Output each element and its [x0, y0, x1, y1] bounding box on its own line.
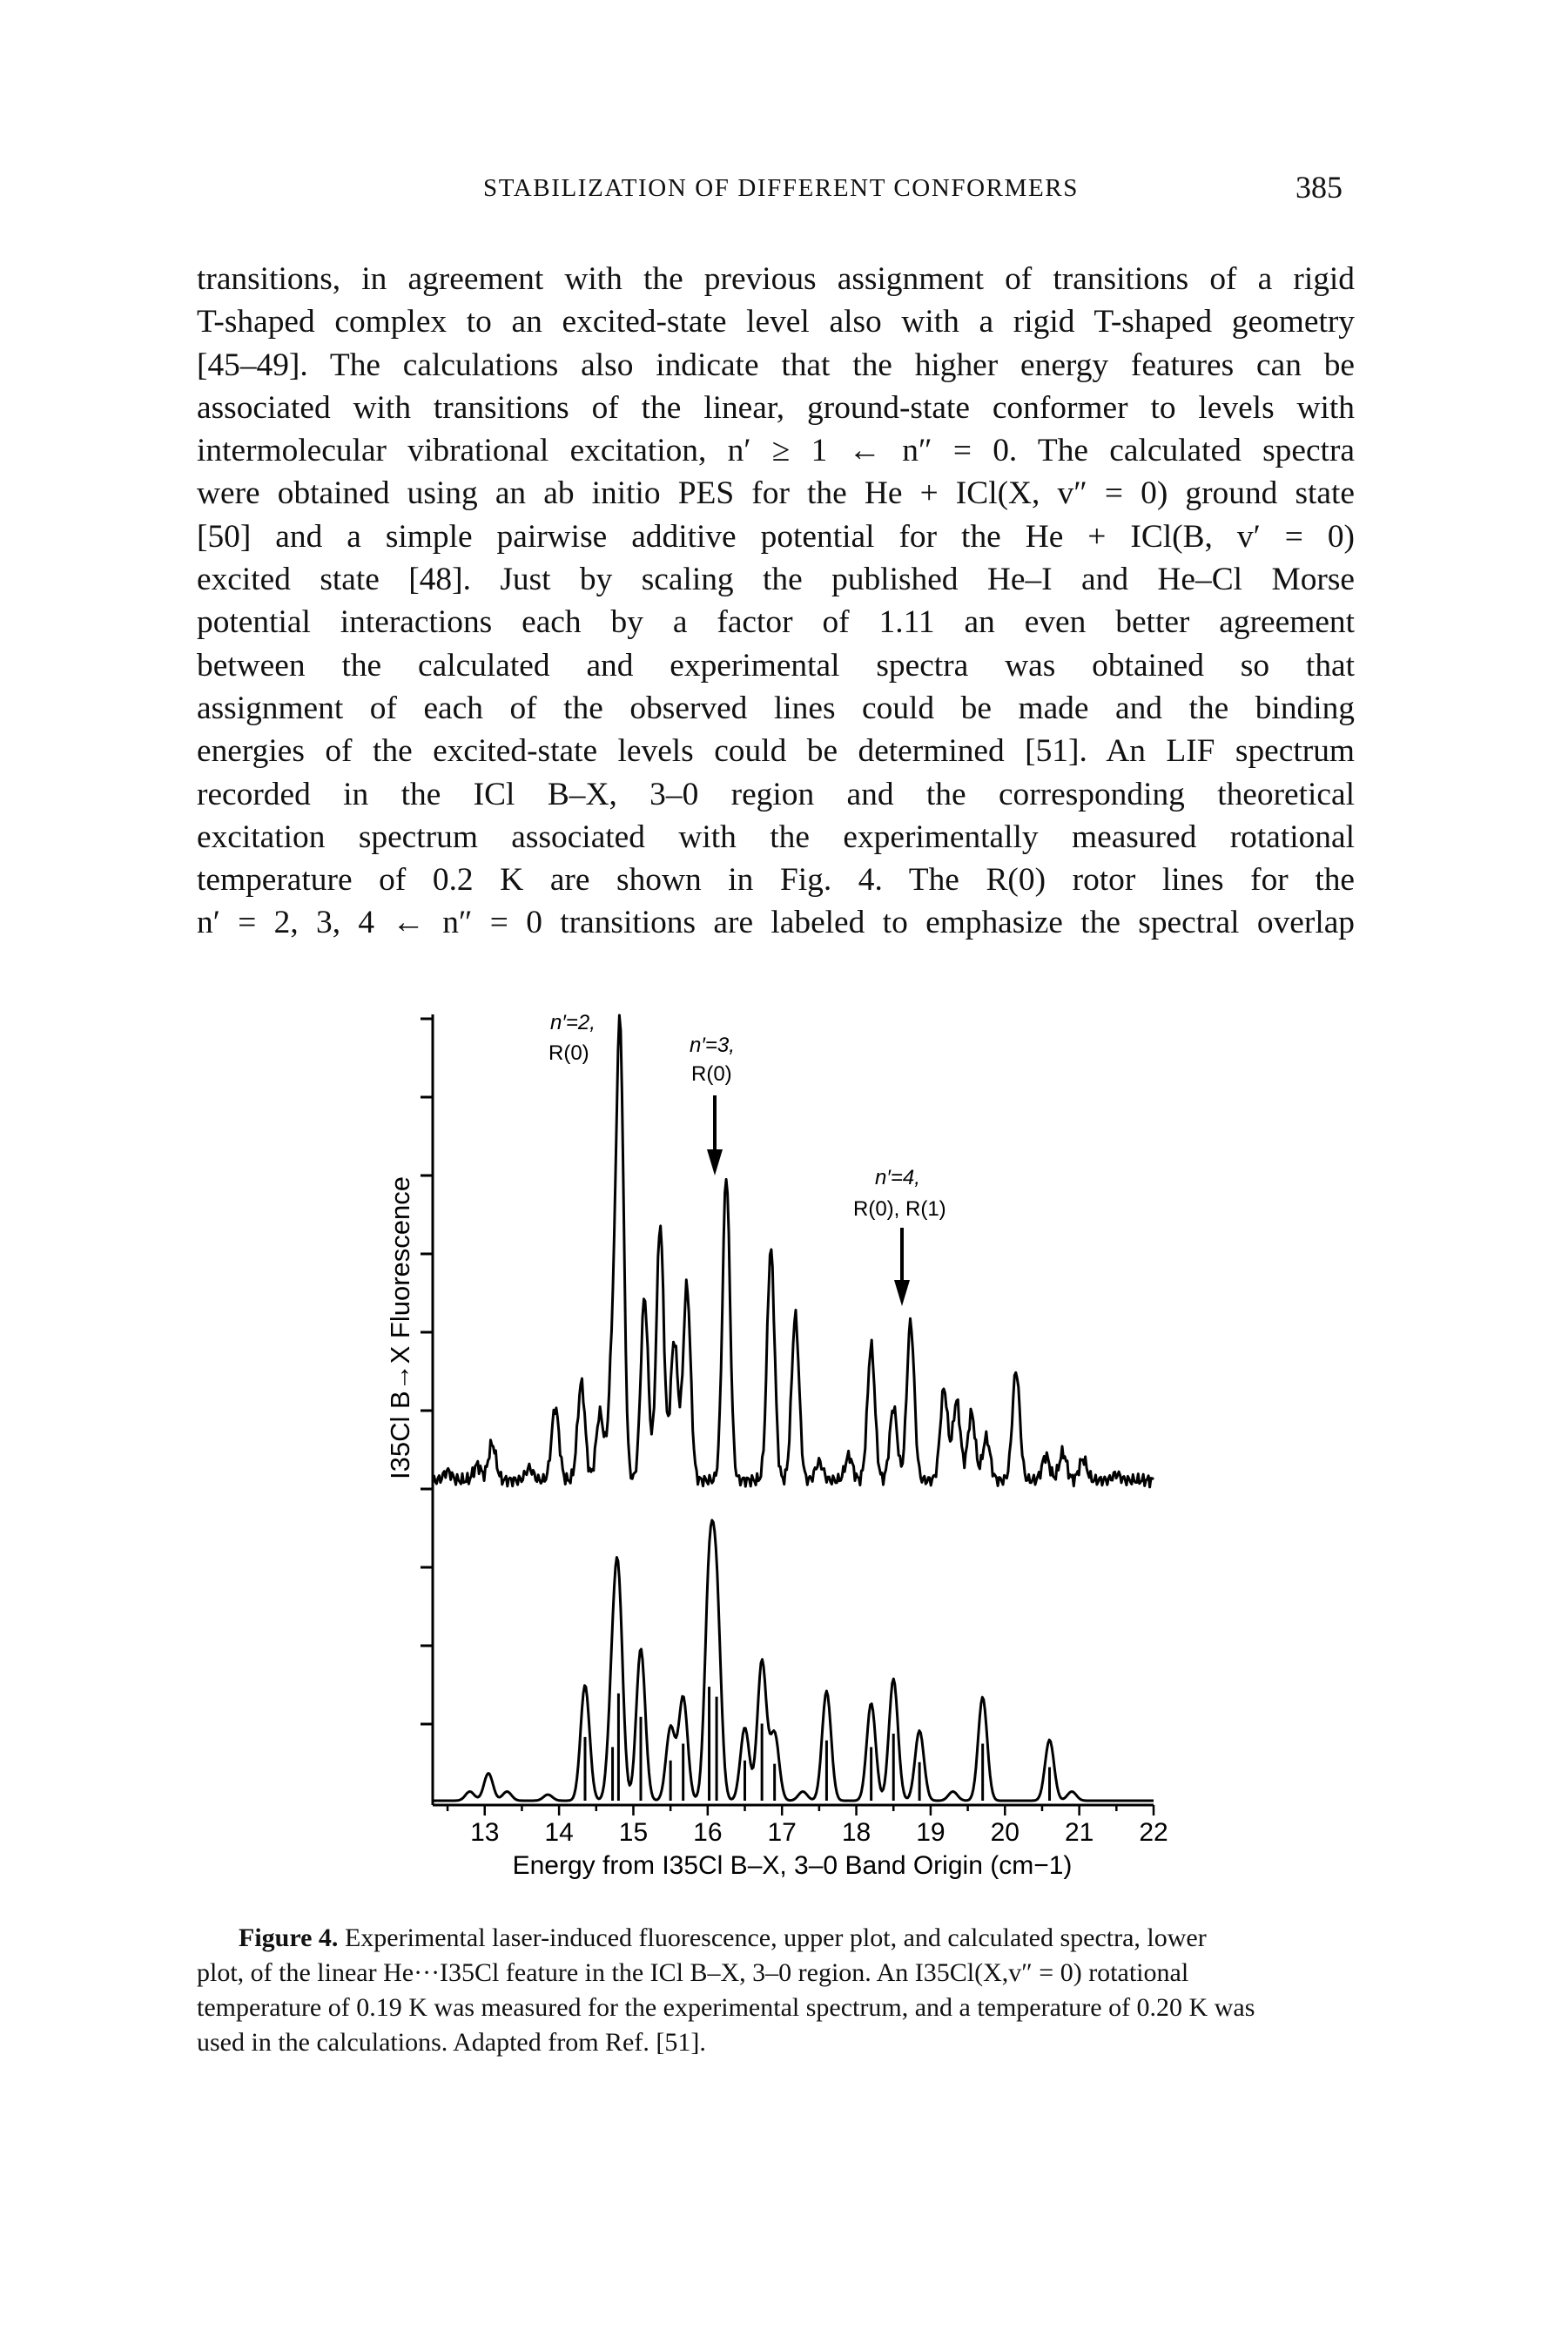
- y-axis-ticks: [421, 1017, 433, 1726]
- x-tick-label: 15: [619, 1818, 648, 1847]
- body-paragraph: transitions, in agreement with the previ…: [197, 258, 1355, 945]
- text-line: recorded in the ICl B–X, 3–0 region and …: [197, 776, 1355, 812]
- annotation-n3-line2: R(0): [691, 1062, 732, 1086]
- text-line: n′ = 2, 3, 4 ← n″ = 0 transitions are la…: [197, 905, 1355, 941]
- text-line: intermolecular vibrational excitation, n…: [197, 433, 1355, 469]
- plot-axes: [431, 1014, 1154, 1807]
- annotation-n2-line1: n′=2,: [550, 1011, 596, 1034]
- annotation-n3-line1: n′=3,: [690, 1034, 735, 1057]
- text-line: transitions, in agreement with the previ…: [197, 261, 1355, 297]
- arrow-n4: [894, 1228, 910, 1306]
- text-line: [50] and a simple pairwise additive pote…: [197, 518, 1355, 555]
- caption-label: Figure 4.: [239, 1923, 339, 1952]
- figure-caption: Figure 4. Experimental laser-induced flu…: [197, 1921, 1355, 2060]
- caption-line: temperature of 0.19 K was measured for t…: [197, 1993, 1255, 2022]
- caption-line: Experimental laser-induced fluorescence,…: [344, 1923, 1207, 1952]
- x-axis-label: Energy from I35Cl B–X, 3–0 Band Origin (…: [513, 1851, 1073, 1880]
- text-line: T-shaped complex to an excited-state lev…: [197, 304, 1355, 340]
- annotation-n2-line2: R(0): [548, 1041, 589, 1065]
- annotation-n4-line1: n′=4,: [875, 1166, 920, 1189]
- x-tick-label: 20: [991, 1818, 1020, 1847]
- caption-line: used in the calculations. Adapted from R…: [197, 2028, 706, 2057]
- page-number: 385: [1295, 170, 1343, 205]
- x-tick-label: 14: [544, 1818, 573, 1847]
- x-tick-label: 13: [470, 1818, 499, 1847]
- text-line: were obtained using an ab initio PES for…: [197, 475, 1355, 512]
- text-line: potential interactions each by a factor …: [197, 604, 1355, 641]
- text-line: temperature of 0.2 K are shown in Fig. 4…: [197, 862, 1355, 899]
- x-tick-label: 22: [1139, 1818, 1168, 1847]
- text-line: excited state [48]. Just by scaling the …: [197, 562, 1355, 598]
- x-tick-label: 19: [916, 1818, 945, 1847]
- calculated-stick-lines: [583, 1687, 1051, 1801]
- x-axis-ticks: [446, 1805, 1155, 1815]
- x-tick-label: 18: [842, 1818, 871, 1847]
- x-tick-label: 16: [693, 1818, 722, 1847]
- text-line: energies of the excited-state levels cou…: [197, 733, 1355, 770]
- x-tick-label: 17: [768, 1818, 797, 1847]
- text-line: [45–49]. The calculations also indicate …: [197, 347, 1355, 383]
- experimental-spectrum-line: [431, 1014, 1154, 1489]
- text-line: excitation spectrum associated with the …: [197, 818, 1355, 855]
- text-line: assignment of each of the observed lines…: [197, 690, 1355, 726]
- text-line: associated with transitions of the linea…: [197, 389, 1355, 426]
- running-header: STABILIZATION OF DIFFERENT CONFORMERS: [483, 174, 1079, 202]
- arrow-n3: [707, 1095, 723, 1176]
- text-line: between the calculated and experimental …: [197, 647, 1355, 684]
- calculated-spectrum-line: [433, 1519, 1154, 1802]
- annotation-n4-line2: R(0), R(1): [853, 1197, 946, 1221]
- x-tick-label: 21: [1065, 1818, 1094, 1847]
- y-axis-label: I35Cl B→X Fluorescence: [385, 1176, 415, 1479]
- caption-line: plot, of the linear He···I35Cl feature i…: [197, 1958, 1189, 1987]
- x-tick-labels: 13 14 15 16 17 18 19 20 21 22: [470, 1818, 1168, 1847]
